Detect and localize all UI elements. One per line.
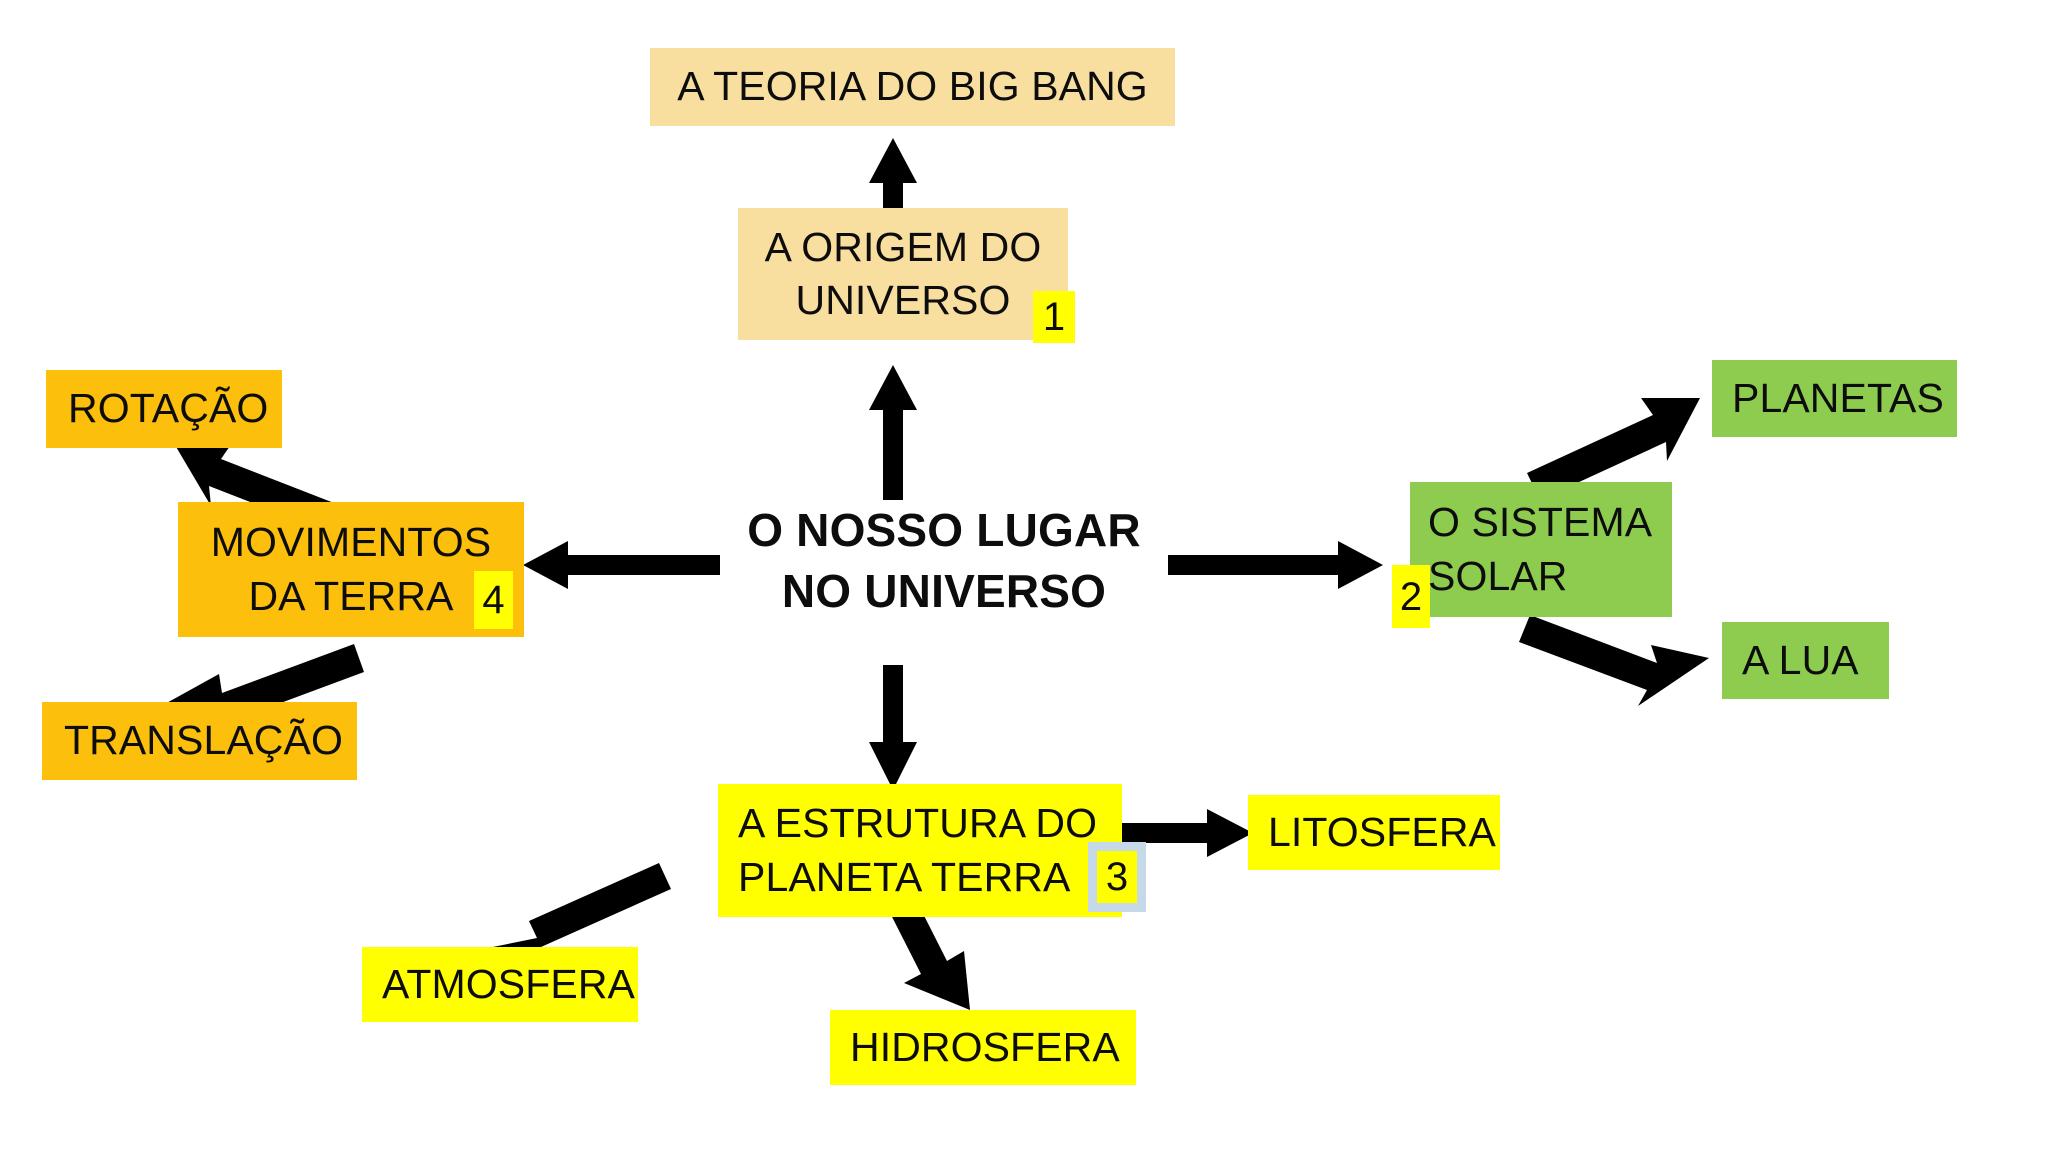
- node-a-lua-label: A LUA: [1742, 636, 1859, 683]
- node-sistema-solar-line2: SOLAR: [1428, 552, 1568, 599]
- arrow-origem-universo-to-big-bang: [869, 138, 917, 235]
- node-estrutura-terra[interactable]: A ESTRUTURA DO PLANETA TERRA: [718, 784, 1122, 917]
- node-movimentos-terra-line2: DA TERRA: [248, 572, 454, 619]
- arrow-hub-to-estrutura-terra: [869, 665, 917, 790]
- badge-2-value: 2: [1399, 574, 1423, 619]
- node-planetas-label: PLANETAS: [1732, 374, 1944, 421]
- badge-3-value: 3: [1105, 855, 1129, 899]
- arrow-hub-to-sistema-solar: [1168, 541, 1383, 589]
- node-litosfera-label: LITOSFERA: [1268, 808, 1496, 855]
- node-origem-universo[interactable]: A ORIGEM DO UNIVERSO: [738, 208, 1068, 340]
- badge-4-value: 4: [482, 578, 505, 622]
- arrow-estrutura-terra-to-atmosfera: [478, 863, 671, 962]
- node-big-bang-label: A TEORIA DO BIG BANG: [677, 63, 1148, 110]
- node-translacao[interactable]: TRANSLAÇÃO: [42, 702, 357, 780]
- node-atmosfera[interactable]: ATMOSFERA: [362, 947, 638, 1022]
- node-movimentos-terra-line1: MOVIMENTOS: [210, 519, 492, 566]
- arrow-sistema-solar-to-a-lua: [1519, 615, 1709, 706]
- node-sistema-solar-line1: O SISTEMA: [1428, 499, 1653, 546]
- node-hidrosfera[interactable]: HIDROSFERA: [830, 1010, 1136, 1085]
- node-rotacao-label: ROTAÇÃO: [68, 385, 269, 432]
- node-atmosfera-label: ATMOSFERA: [382, 960, 635, 1007]
- node-hub-line2: NO UNIVERSO: [781, 565, 1107, 617]
- node-hidrosfera-label: HIDROSFERA: [850, 1023, 1120, 1070]
- node-estrutura-terra-line1: A ESTRUTURA DO: [738, 800, 1098, 847]
- node-planetas[interactable]: PLANETAS: [1712, 360, 1957, 437]
- node-estrutura-terra-line2: PLANETA TERRA: [738, 853, 1071, 900]
- node-big-bang[interactable]: A TEORIA DO BIG BANG: [650, 48, 1175, 126]
- badge-4[interactable]: 4: [474, 571, 513, 629]
- badge-1-value: 1: [1042, 295, 1066, 339]
- arrow-hub-to-origem-universo: [869, 365, 917, 500]
- arrow-estrutura-terra-to-litosfera: [1122, 809, 1253, 857]
- badge-1[interactable]: 1: [1033, 291, 1075, 343]
- node-origem-universo-line1: A ORIGEM DO: [764, 223, 1042, 270]
- badge-3[interactable]: 3: [1088, 842, 1146, 912]
- arrow-hub-to-movimentos-terra: [523, 541, 720, 589]
- node-hub-line1: O NOSSO LUGAR: [747, 503, 1141, 556]
- node-hub-title[interactable]: O NOSSO LUGAR NO UNIVERSO: [724, 496, 1164, 626]
- node-rotacao[interactable]: ROTAÇÃO: [46, 370, 282, 448]
- node-origem-universo-line2: UNIVERSO: [795, 277, 1011, 323]
- arrow-sistema-solar-to-planetas: [1527, 398, 1700, 500]
- node-movimentos-terra[interactable]: MOVIMENTOS DA TERRA: [178, 502, 524, 637]
- node-litosfera[interactable]: LITOSFERA: [1248, 795, 1500, 870]
- node-sistema-solar[interactable]: O SISTEMA SOLAR: [1410, 482, 1672, 617]
- node-a-lua[interactable]: A LUA: [1722, 622, 1889, 699]
- badge-2[interactable]: 2: [1392, 565, 1430, 628]
- node-translacao-label: TRANSLAÇÃO: [64, 717, 343, 764]
